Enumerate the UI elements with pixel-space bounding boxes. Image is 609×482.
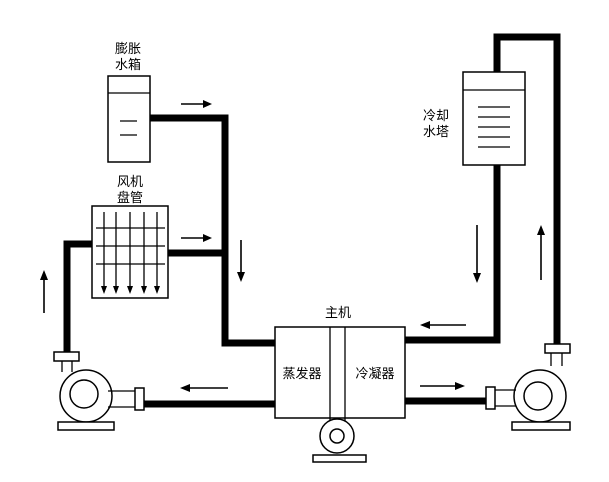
flow-arrow-to-condenser-left	[420, 321, 466, 329]
fan-coil-label-line1: 风机	[117, 175, 143, 190]
left-pump	[53, 351, 145, 431]
right-pump	[485, 343, 571, 431]
fan-coil	[91, 205, 169, 299]
main-unit	[274, 326, 406, 419]
pipe-pump-to-tower	[493, 33, 561, 348]
evaporator-label: 蒸发器	[282, 366, 321, 382]
pipe-pump-to-fancoil	[63, 240, 96, 356]
flow-arrow-return-left	[180, 384, 228, 392]
flow-arrow-condenser-right	[420, 382, 465, 390]
flow-arrow-right-up	[537, 225, 545, 280]
condenser-label: 冷凝器	[355, 366, 394, 382]
main-unit-pump	[312, 418, 367, 463]
pipe-tower-to-condenser	[401, 161, 501, 344]
expansion-tank-label-line1: 膨胀	[115, 42, 141, 57]
flow-arrow-tower-down	[473, 225, 481, 283]
cooling-tower-label-line2: 水塔	[423, 125, 449, 140]
flow-arrow-main-down	[237, 240, 245, 282]
cooling-tower	[462, 71, 526, 166]
flow-arrow-expansion-right	[181, 100, 212, 108]
expansion-tank-label-line2: 水箱	[115, 57, 141, 73]
cooling-tower-label-line1: 冷却	[423, 109, 449, 124]
flow-arrow-left-up	[40, 270, 48, 313]
pipe-expansion-to-evaporator	[146, 114, 279, 347]
expansion-tank	[107, 75, 151, 163]
flow-arrow-fancoil-right	[181, 234, 212, 242]
main-unit-label: 主机	[325, 306, 351, 321]
fan-coil-label-line2: 盘管	[117, 190, 143, 206]
